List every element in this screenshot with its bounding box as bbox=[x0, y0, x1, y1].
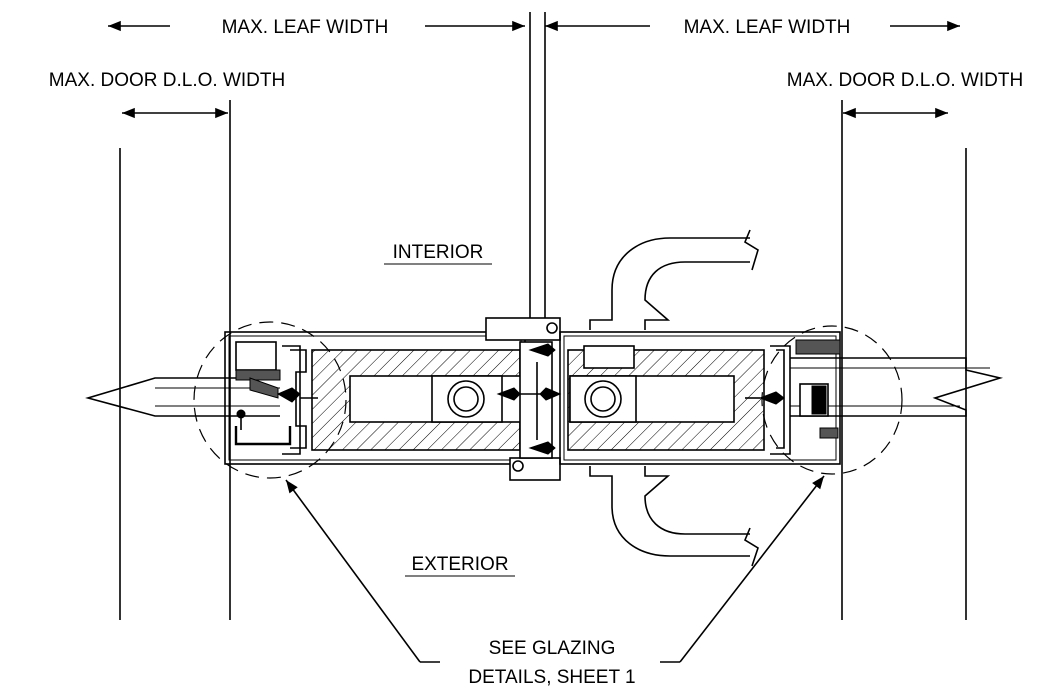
center-meeting-lines bbox=[529, 12, 546, 330]
glazing-note-leaders bbox=[285, 475, 825, 663]
door-pull-exterior bbox=[589, 466, 759, 567]
leaf-width-label-left: MAX. LEAF WIDTH bbox=[222, 17, 389, 38]
dlo-width-label-left: MAX. DOOR D.L.O. WIDTH bbox=[49, 70, 285, 91]
dlo-width-label-right: MAX. DOOR D.L.O. WIDTH bbox=[787, 70, 1023, 91]
glazing-note-line1: SEE GLAZING bbox=[489, 638, 616, 659]
meeting-stile-hardware bbox=[485, 317, 562, 481]
detail-circle-left bbox=[193, 321, 347, 479]
leaf-width-label-right: MAX. LEAF WIDTH bbox=[684, 17, 851, 38]
exterior-label: EXTERIOR bbox=[411, 554, 508, 575]
left-stile-frame bbox=[224, 331, 526, 465]
door-pull-interior bbox=[589, 229, 759, 330]
glazing-note-line2: DETAILS, SHEET 1 bbox=[468, 667, 635, 688]
leaf-width-dimension-right: MAX. LEAF WIDTH bbox=[545, 17, 960, 38]
leaf-width-dimension-left: MAX. LEAF WIDTH bbox=[108, 17, 525, 38]
dlo-width-dimension-left: MAX. DOOR D.L.O. WIDTH bbox=[49, 70, 285, 620]
right-stile-frame bbox=[559, 331, 841, 465]
dlo-width-dimension-right: MAX. DOOR D.L.O. WIDTH bbox=[787, 70, 1023, 620]
interior-label: INTERIOR bbox=[393, 242, 484, 263]
detail-circle-right bbox=[761, 325, 903, 475]
